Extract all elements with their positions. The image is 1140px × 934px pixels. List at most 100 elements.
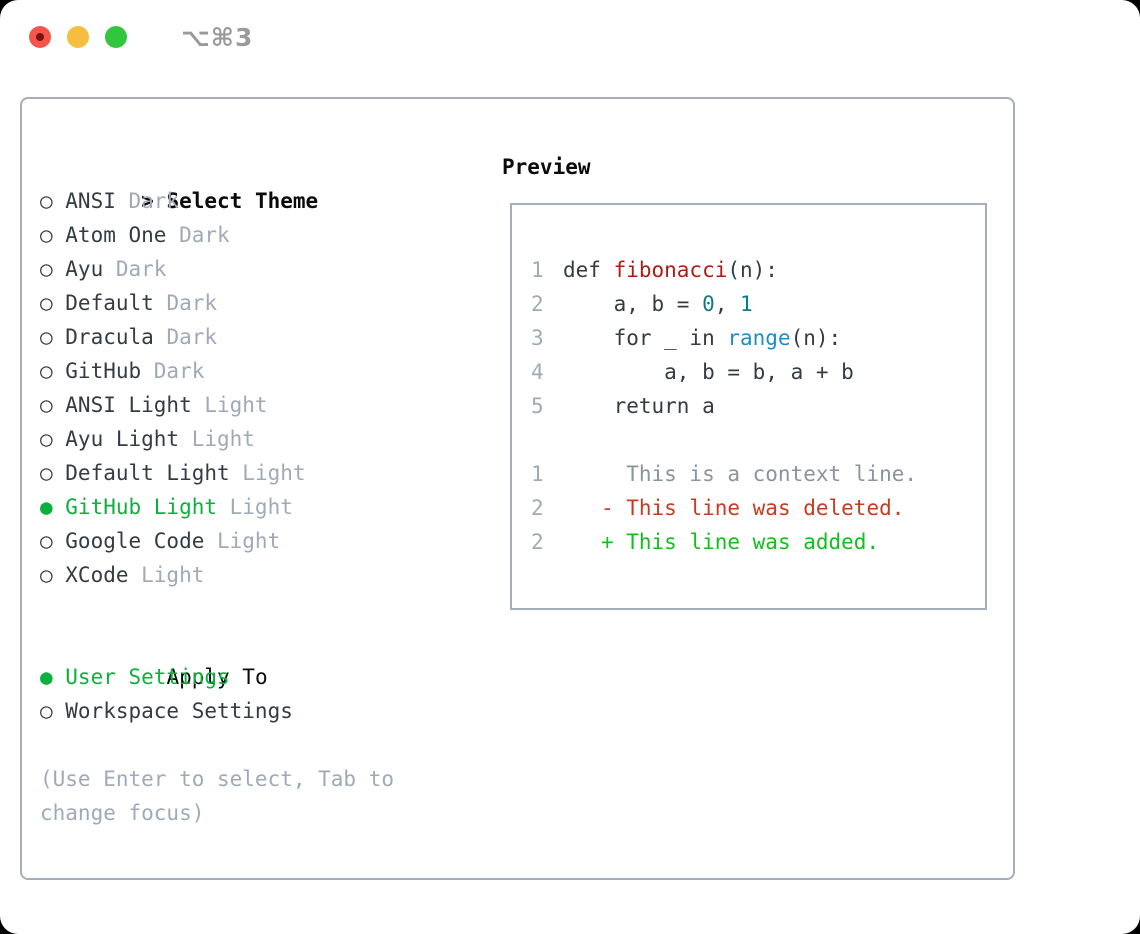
line-number: 1 bbox=[531, 258, 544, 282]
apply-to-label: Apply To bbox=[166, 665, 268, 689]
radio-off-icon: ○ bbox=[40, 529, 53, 553]
theme-tag: Dark bbox=[166, 291, 218, 315]
select-theme-label: Select Theme bbox=[166, 189, 319, 213]
theme-option-ayu[interactable]: ○ Ayu Dark bbox=[40, 252, 472, 286]
code-segment-plain: a, b = bbox=[563, 292, 703, 316]
code-segment-func: fibonacci bbox=[613, 258, 728, 282]
code-segment-num: 0 bbox=[702, 292, 715, 316]
line-number: 2 bbox=[531, 292, 544, 316]
code-segment-added: + This line was added. bbox=[600, 530, 880, 554]
radio-off-icon: ○ bbox=[40, 223, 53, 247]
theme-tag: Dark bbox=[128, 189, 180, 213]
apply-option-workspace-settings[interactable]: ○ Workspace Settings bbox=[40, 694, 472, 728]
theme-tag: Light bbox=[191, 427, 255, 451]
radio-off-icon: ○ bbox=[40, 325, 53, 349]
theme-option-default-light[interactable]: ○ Default Light Light bbox=[40, 456, 472, 490]
diff-line: 2 - This line was deleted. bbox=[531, 491, 985, 525]
theme-option-default[interactable]: ○ Default Dark bbox=[40, 286, 472, 320]
theme-tag: Dark bbox=[166, 325, 218, 349]
apply-to-list: ●User Settings ○ Workspace Settings bbox=[40, 660, 472, 728]
theme-option-xcode[interactable]: ○ XCode Light bbox=[40, 558, 472, 592]
close-dot-icon bbox=[36, 33, 44, 41]
titlebar: ⌥⌘3 bbox=[0, 0, 1140, 74]
apply-option-label: Workspace Settings bbox=[65, 699, 293, 723]
diff-line: 1 This is a context line. bbox=[531, 457, 985, 491]
code-segment-plain bbox=[563, 496, 601, 520]
code-segment-num: 1 bbox=[740, 292, 753, 316]
radio-off-icon: ○ bbox=[40, 257, 53, 281]
code-segment-plain: a, b = b, a + b bbox=[563, 360, 854, 384]
theme-name: XCode bbox=[65, 563, 129, 587]
code-line: 4 a, b = b, a + b bbox=[531, 355, 985, 389]
radio-off-icon: ○ bbox=[40, 427, 53, 451]
code-segment-context: This is a context line. bbox=[563, 462, 918, 486]
spacer bbox=[40, 728, 472, 762]
diff-line: 2 + This line was added. bbox=[531, 525, 985, 559]
radio-off-icon: ○ bbox=[40, 359, 53, 383]
theme-tag: Dark bbox=[179, 223, 230, 247]
theme-tag: Light bbox=[217, 529, 281, 553]
radio-on-icon: ● bbox=[40, 665, 53, 689]
select-theme-prompt: > Select Theme bbox=[40, 150, 472, 213]
code-segment-plain: for _ in bbox=[563, 326, 728, 350]
zoom-button[interactable] bbox=[105, 26, 127, 48]
apply-option-user-settings[interactable]: ●User Settings bbox=[40, 660, 472, 694]
radio-off-icon: ○ bbox=[40, 461, 53, 485]
theme-tag: Light bbox=[141, 563, 205, 587]
radio-off-icon: ○ bbox=[40, 699, 53, 723]
line-number: 1 bbox=[531, 462, 544, 486]
line-number: 2 bbox=[531, 530, 544, 554]
theme-tag: Dark bbox=[153, 359, 205, 383]
theme-tag: Dark bbox=[115, 257, 167, 281]
apply-to-heading: Apply To bbox=[40, 626, 472, 689]
close-button[interactable] bbox=[29, 26, 51, 48]
theme-tag: Light bbox=[204, 393, 268, 417]
hint-text: (Use Enter to select, Tab to change focu… bbox=[40, 767, 395, 825]
radio-off-icon: ○ bbox=[40, 563, 53, 587]
line-number: 2 bbox=[531, 496, 544, 520]
prompt-caret-icon: > bbox=[141, 189, 154, 213]
theme-name: Ayu bbox=[65, 257, 104, 281]
theme-name: Default bbox=[65, 291, 154, 315]
theme-name: GitHub bbox=[65, 359, 142, 383]
theme-tag: Light bbox=[242, 461, 306, 485]
code-segment-plain bbox=[563, 530, 601, 554]
theme-name: GitHub Light bbox=[65, 495, 217, 519]
preview-title: Preview bbox=[502, 155, 591, 179]
line-number: 3 bbox=[531, 326, 544, 350]
line-number: 4 bbox=[531, 360, 544, 384]
theme-option-github[interactable]: ○ GitHub Dark bbox=[40, 354, 472, 388]
line-number: 5 bbox=[531, 394, 544, 418]
radio-off-icon: ○ bbox=[40, 291, 53, 315]
minimize-button[interactable] bbox=[67, 26, 89, 48]
code-segment-plain: , bbox=[714, 292, 741, 316]
code-line: 2 a, b = 0, 1 bbox=[531, 287, 985, 321]
code-line: 3 for _ in range(n): bbox=[531, 321, 985, 355]
radio-on-icon: ● bbox=[40, 495, 53, 519]
theme-name: Default Light bbox=[65, 461, 230, 485]
theme-name: ANSI Light bbox=[65, 393, 192, 417]
theme-name: ANSI bbox=[65, 189, 116, 213]
code-segment-plain: def bbox=[563, 258, 614, 282]
code-segment-plain: (n): bbox=[727, 258, 778, 282]
code-segment-plain: return a bbox=[563, 394, 715, 418]
code-line: 1 def fibonacci(n): bbox=[531, 253, 985, 287]
code-segment-deleted: - This line was deleted. bbox=[600, 496, 905, 520]
window-title: ⌥⌘3 bbox=[181, 22, 254, 52]
theme-tag: Light bbox=[229, 495, 293, 519]
spacer bbox=[40, 592, 472, 626]
blank-line bbox=[531, 423, 985, 457]
code-segment-call: range bbox=[727, 326, 791, 350]
theme-option-github-light[interactable]: ● GitHub Light Light bbox=[40, 490, 472, 524]
